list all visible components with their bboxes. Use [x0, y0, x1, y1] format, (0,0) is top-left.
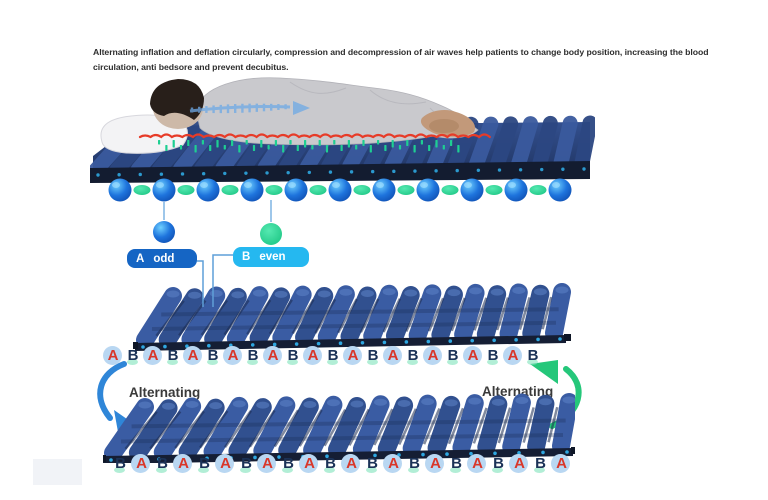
sequence-letter-b: B	[488, 453, 509, 474]
sequence-letter-b: B	[123, 345, 143, 366]
mattress-phase-b-image	[103, 393, 575, 463]
odd-letter: A	[136, 252, 145, 265]
sequence-letter-b: B	[446, 453, 467, 474]
sequence-letter-a: A	[551, 453, 572, 474]
sequence-letter-a: A	[103, 345, 123, 366]
air-cell-oval-icon	[397, 185, 415, 195]
spine-sacrum-arrow	[293, 101, 310, 115]
description-text: Alternating inflation and deflation circ…	[93, 46, 709, 72]
sequence-letter-a: A	[383, 453, 404, 474]
even-cell-icon	[260, 223, 282, 245]
air-cell-oval-icon	[529, 185, 547, 195]
sequence-letter-a: A	[341, 453, 362, 474]
air-cell-sphere-icon	[284, 178, 308, 202]
air-cell-oval-icon	[177, 185, 195, 195]
sequence-letter-a: A	[463, 345, 483, 366]
sequence-letter-a: A	[299, 453, 320, 474]
mattress-phase-a-image	[133, 283, 571, 351]
sequence-letter-a: A	[425, 453, 446, 474]
air-cell-sphere-icon	[108, 178, 132, 202]
even-word: even	[259, 251, 286, 263]
sequence-letter-a: A	[383, 345, 403, 366]
sequence-letter-b: B	[236, 453, 257, 474]
air-cell-sphere-icon	[372, 178, 396, 202]
sequence-letter-b: B	[203, 345, 223, 366]
sequence-letter-b: B	[530, 453, 551, 474]
sequence-letter-a: A	[509, 453, 530, 474]
sequence-letter-a: A	[303, 345, 323, 366]
sequence-letter-a: A	[223, 345, 243, 366]
sequence-letter-b: B	[362, 453, 383, 474]
air-cell-oval-icon	[353, 185, 371, 195]
sequence-letter-a: A	[343, 345, 363, 366]
sequence-letter-a: A	[263, 345, 283, 366]
patient-mattress-rail-dots	[96, 167, 586, 177]
even-letter: B	[242, 251, 251, 263]
air-cell-oval-icon	[485, 185, 503, 195]
sequence-letter-a: A	[467, 453, 488, 474]
even-cells-label: B even	[233, 247, 309, 267]
sequence-letter-b: B	[403, 345, 423, 366]
air-cell-sphere-icon	[416, 178, 440, 202]
air-flow-ticks	[158, 140, 460, 153]
patient-on-mattress-illustration	[90, 77, 595, 183]
sequence-letter-b: B	[323, 345, 343, 366]
cell-sequence-diagram	[108, 178, 572, 307]
sequence-letter-b: B	[320, 453, 341, 474]
air-cell-oval-icon	[309, 185, 327, 195]
sequence-letter-b: B	[194, 453, 215, 474]
sequence-letter-b: B	[283, 345, 303, 366]
thumbnail-placeholder	[33, 459, 82, 485]
sequence-letter-b: B	[523, 345, 543, 366]
sequence-letter-b: B	[363, 345, 383, 366]
spine-diagram	[189, 101, 310, 115]
air-cell-oval-icon	[221, 185, 239, 195]
odd-cell-icon	[153, 221, 175, 243]
air-cell-oval-icon	[441, 185, 459, 195]
sequence-letter-b: B	[110, 453, 131, 474]
air-cell-sphere-icon	[504, 178, 528, 202]
sequence-letter-a: A	[183, 345, 203, 366]
sequence-letter-b: B	[152, 453, 173, 474]
sequence-letter-b: B	[483, 345, 503, 366]
pressure-contact-line	[138, 133, 491, 139]
sequence-letter-b: B	[278, 453, 299, 474]
air-cell-sphere-icon	[460, 178, 484, 202]
sequence-letter-a: A	[173, 453, 194, 474]
air-cell-sphere-icon	[328, 178, 352, 202]
sequence-letter-a: A	[423, 345, 443, 366]
air-cell-sphere-icon	[152, 178, 176, 202]
sequence-letter-b: B	[443, 345, 463, 366]
odd-cells-label: A odd	[127, 249, 197, 268]
sequence-letter-a: A	[143, 345, 163, 366]
air-cell-row	[108, 178, 572, 202]
sequence-letter-a: A	[257, 453, 278, 474]
sequence-letter-b: B	[243, 345, 263, 366]
sequence-letter-a: A	[503, 345, 523, 366]
sequence-letter-a: A	[215, 453, 236, 474]
sequence-letter-a: A	[131, 453, 152, 474]
air-cell-oval-icon	[133, 185, 151, 195]
sequence-letter-b: B	[404, 453, 425, 474]
patient-foot-shadow	[429, 119, 459, 133]
air-cell-oval-icon	[265, 185, 283, 195]
odd-connector-line	[197, 260, 204, 307]
odd-word: odd	[153, 252, 175, 265]
alternating-label-left: Alternating	[129, 385, 201, 400]
alternating-label-right: Alternating	[482, 384, 554, 399]
sequence-letter-b: B	[163, 345, 183, 366]
patient-mattress-rail	[90, 161, 590, 183]
air-cell-sphere-icon	[240, 178, 264, 202]
air-cell-sphere-icon	[548, 178, 572, 202]
even-connector-line	[212, 254, 233, 307]
air-cell-sphere-icon	[196, 178, 220, 202]
